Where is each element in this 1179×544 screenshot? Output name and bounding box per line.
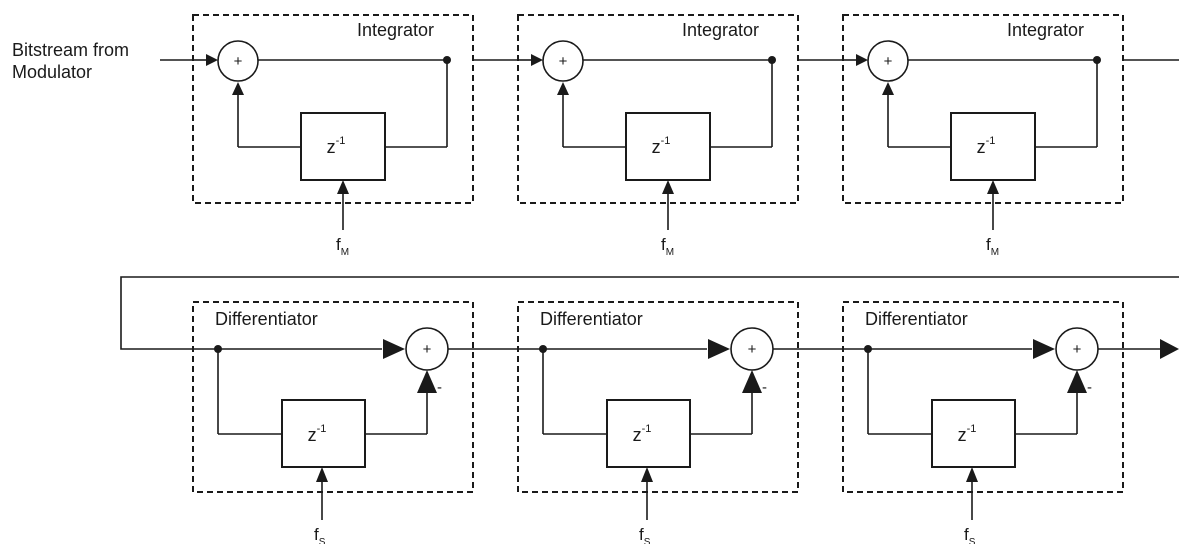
differentiator-stage-1: Differentiator + z-1 - fS [192,301,474,544]
adder-input-arrow [531,54,543,66]
delay-block [281,399,366,468]
adder-input-arrow [708,339,730,359]
integrator-box [192,14,474,204]
differentiator-title: Differentiator [865,309,968,329]
integrator-title: Integrator [1007,20,1084,40]
adder-input-arrow [1033,339,1055,359]
subtract-arrow [417,370,437,393]
adder-input-arrow [383,339,405,359]
clock-label: fS [314,525,326,544]
input-label-line-1: Bitstream from [12,40,129,60]
clock-label: fM [336,235,349,258]
differentiator-box [517,301,799,493]
adder-sign: + [748,341,757,358]
differentiator-box [842,301,1124,493]
minus-sign: - [437,379,442,396]
integrator-title: Integrator [682,20,759,40]
clock-label: fM [986,235,999,258]
clock-arrow [641,467,653,482]
wraparound-wire [120,276,1179,350]
delay-label: z-1 [958,423,977,445]
integrator-stage-2: Integrator + z-1 fM [517,14,799,258]
feedback-arrow [557,82,569,95]
differentiator-stage-3: Differentiator + z-1 - fS [842,301,1124,544]
clock-arrow [966,467,978,482]
minus-sign: - [762,379,767,396]
differentiator-title: Differentiator [215,309,318,329]
delay-label: z-1 [652,135,671,157]
output-arrow [1160,339,1179,359]
adder-sign: + [423,341,432,358]
integrator-stage-3: Integrator + z-1 fM [842,14,1124,258]
adder-circle [217,40,259,82]
feedback-arrow [232,82,244,95]
delay-label: z-1 [977,135,996,157]
integrator-box [842,14,1124,204]
adder-circle [867,40,909,82]
clock-label: fM [661,235,674,258]
differentiator-stage-2: Differentiator + z-1 - fS [517,301,799,544]
clock-label: fS [964,525,976,544]
integrator-stage-1: Integrator + z-1 fM [192,14,474,258]
differentiator-title: Differentiator [540,309,643,329]
minus-sign: - [1087,379,1092,396]
clock-arrow [987,180,999,194]
adder-sign: + [559,53,568,70]
subtract-arrow [742,370,762,393]
delay-label: z-1 [308,423,327,445]
delay-label: z-1 [633,423,652,445]
delay-block [950,112,1036,181]
clock-arrow [337,180,349,194]
clock-arrow [316,467,328,482]
integrator-title: Integrator [357,20,434,40]
adder-input-arrow [206,54,218,66]
input-label-line-2: Modulator [12,62,92,82]
adder-circle [542,40,584,82]
adder-sign: + [1073,341,1082,358]
clock-arrow [662,180,674,194]
feedback-arrow [882,82,894,95]
subtract-arrow [1067,370,1087,393]
adder-input-arrow [856,54,868,66]
clock-label: fS [639,525,651,544]
integrator-box [517,14,799,204]
adder-sign: + [234,53,243,70]
differentiator-box [192,301,474,493]
delay-label: z-1 [327,135,346,157]
adder-sign: + [884,53,893,70]
